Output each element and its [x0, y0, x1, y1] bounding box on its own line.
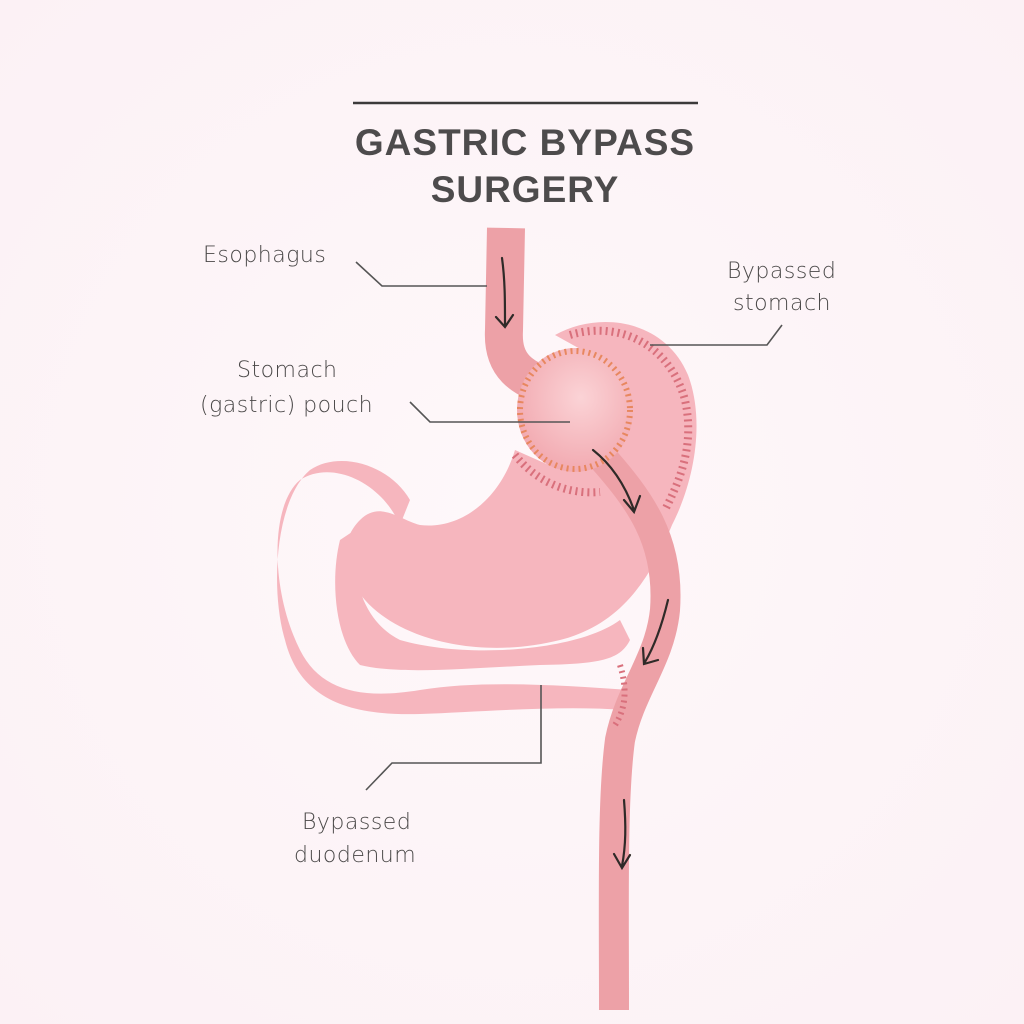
arrow-icon	[641, 598, 670, 666]
label-pouch-1: Stomach	[237, 358, 338, 383]
leader-pouch	[409, 401, 570, 423]
anastomosis-staples	[612, 664, 628, 727]
bypassed-stomach	[277, 322, 697, 715]
arrow-icon	[494, 256, 515, 329]
label-bypassed-duodenum-1: Bypassed	[302, 810, 411, 835]
leader-bypassed-stomach	[650, 324, 783, 346]
label-pouch-2: (gastric) pouch	[200, 393, 373, 418]
arrow-icon	[612, 798, 632, 871]
arrow-icon	[591, 448, 642, 515]
label-bypassed-duodenum-2: duodenum	[294, 843, 416, 868]
stomach-pouch	[517, 348, 633, 472]
bypassed-duodenum-loop	[277, 461, 630, 715]
label-bypassed-stomach-2: stomach	[733, 291, 831, 316]
title-line-2: SURGERY	[431, 169, 620, 210]
label-esophagus: Esophagus	[203, 243, 326, 268]
label-bypassed-stomach-1: Bypassed	[727, 259, 836, 284]
title-line-1: GASTRIC BYPASS	[355, 122, 695, 163]
flow-arrows	[494, 256, 670, 871]
leader-esophagus	[355, 261, 487, 287]
leader-bypassed-duodenum	[365, 685, 542, 791]
roux-limb	[588, 445, 681, 1011]
